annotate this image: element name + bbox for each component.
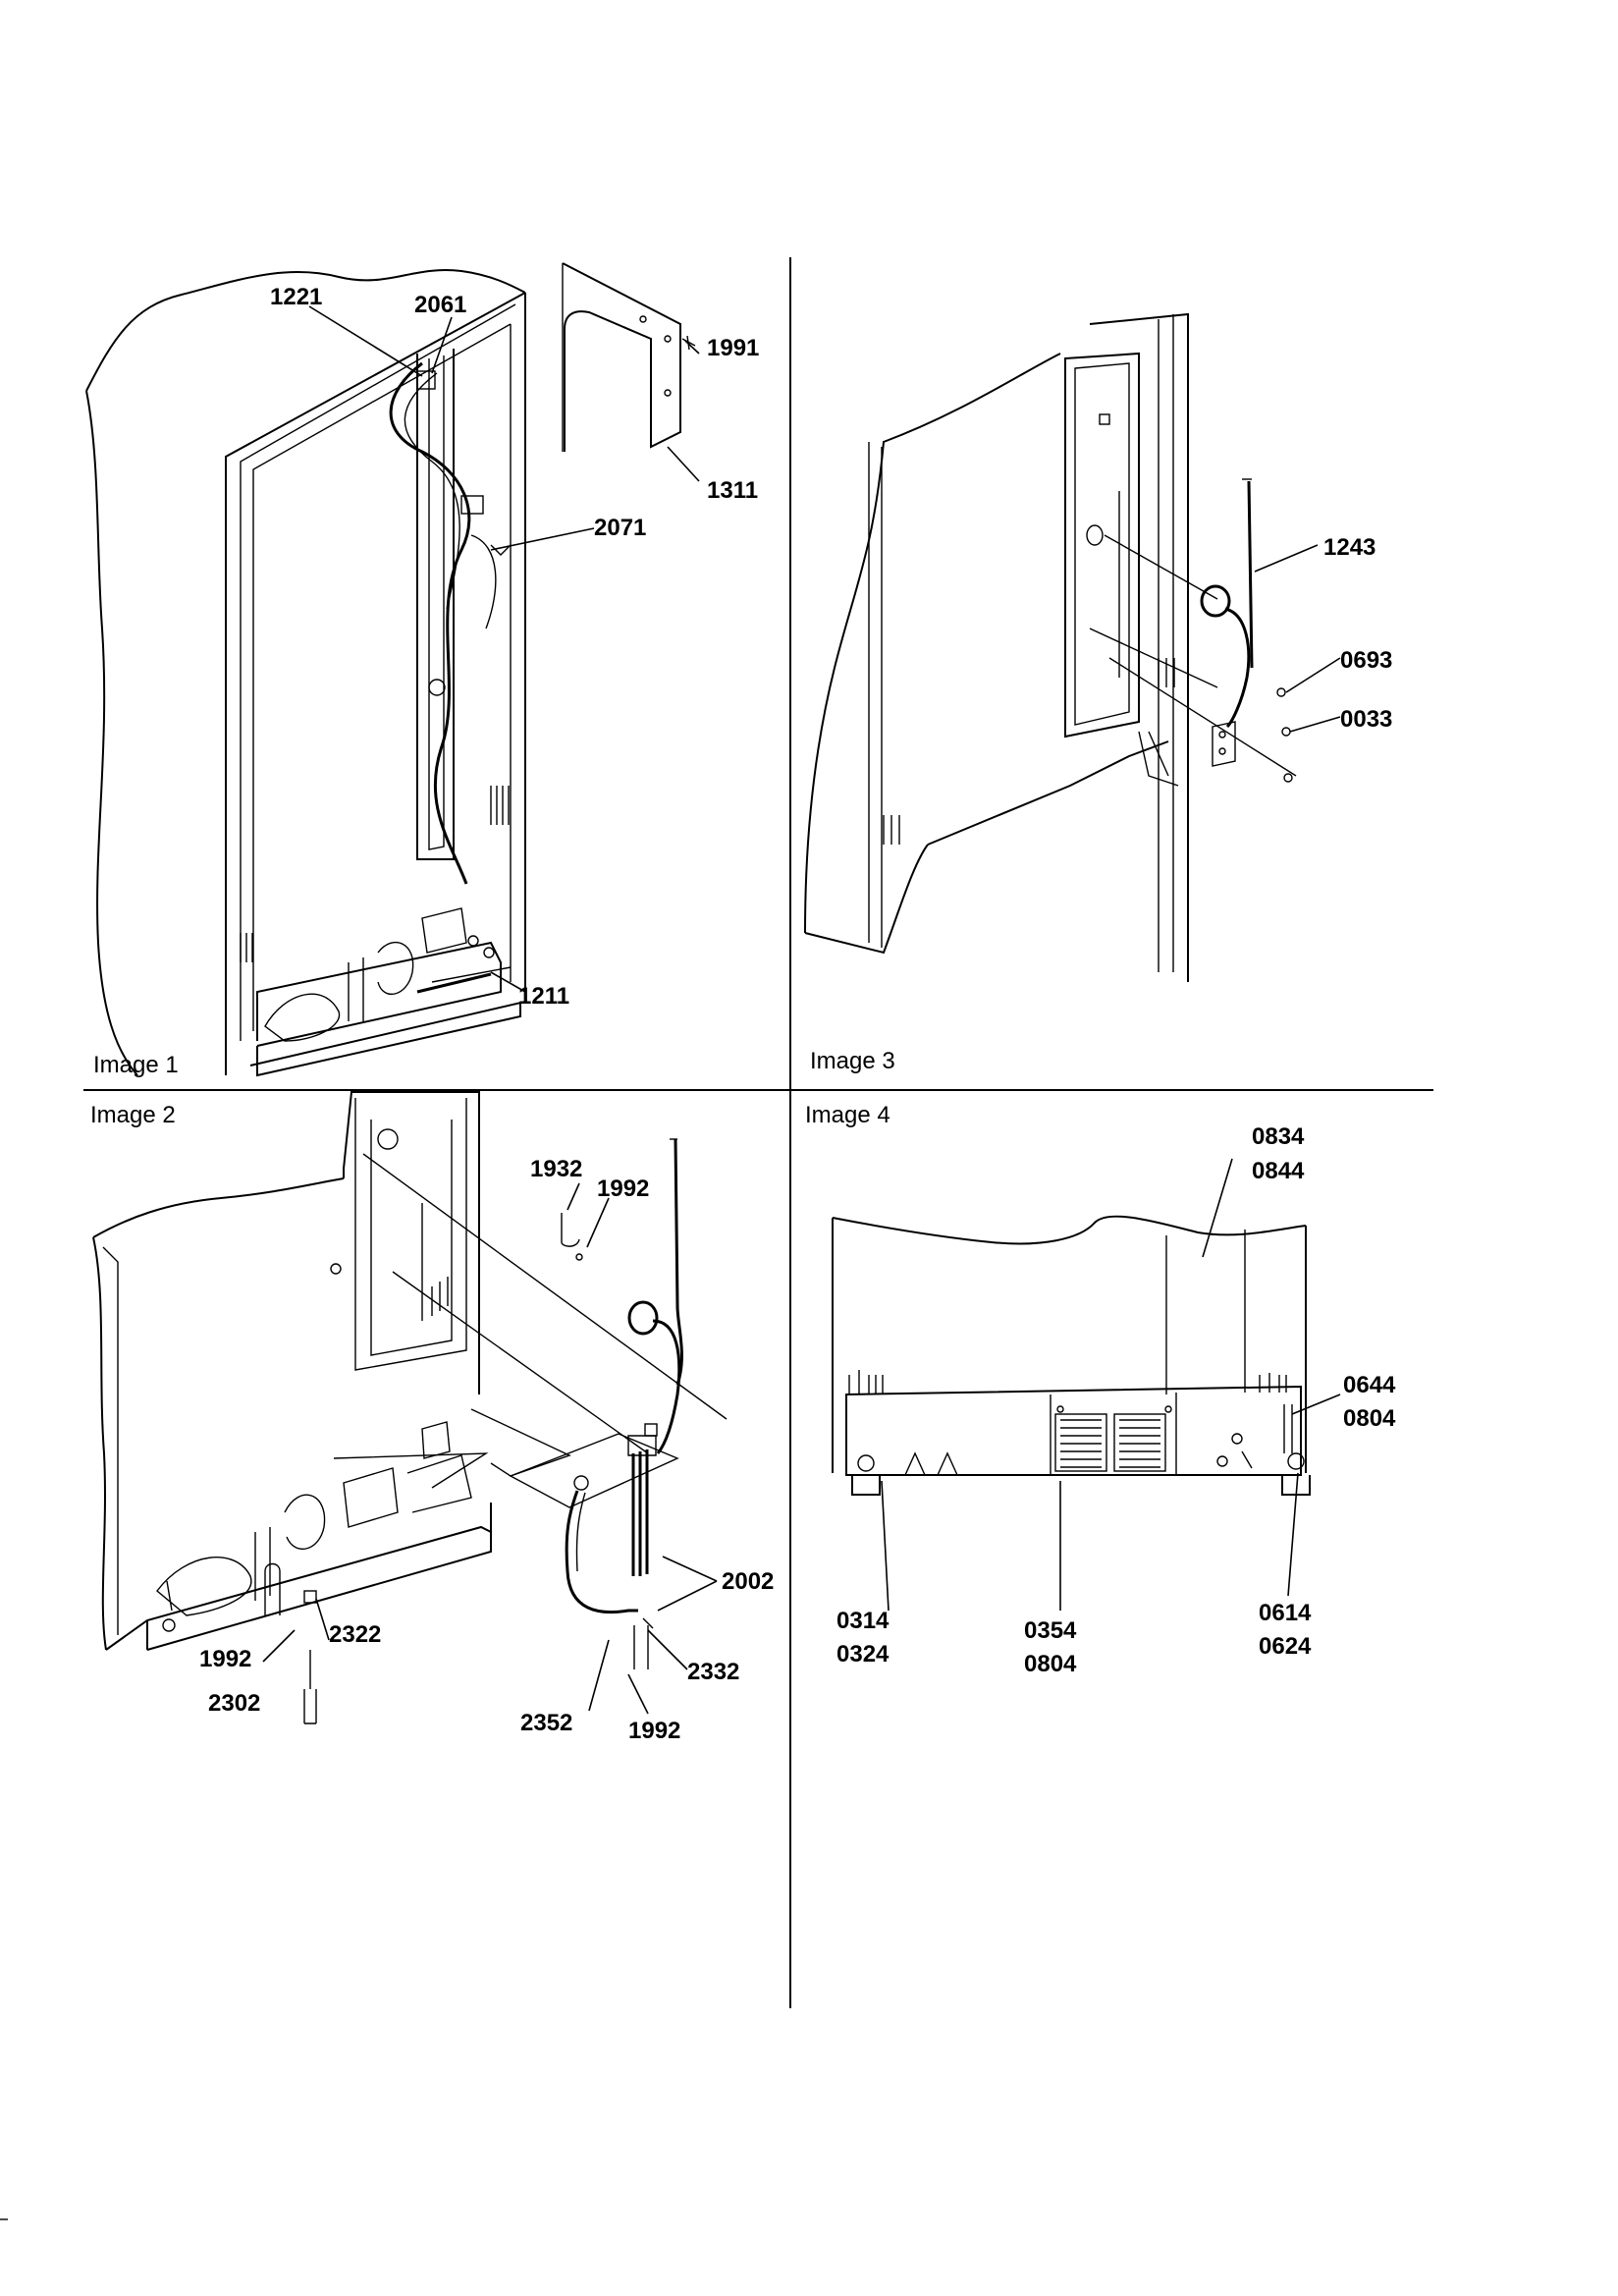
callout-1311: 1311 [707, 477, 758, 504]
callout-0033: 0033 [1340, 706, 1392, 733]
callout-2302: 2302 [208, 1690, 260, 1717]
image-4-drawing [832, 1158, 1341, 1612]
panel-label-image-2: Image 2 [90, 1102, 176, 1128]
callout-1992-bottom: 1992 [628, 1718, 680, 1744]
callout-2352: 2352 [520, 1710, 572, 1736]
callout-2061: 2061 [414, 292, 466, 318]
panel-image-4: Image 4 [805, 1102, 1396, 1677]
panel-label-image-1: Image 1 [93, 1052, 179, 1078]
callout-0693: 0693 [1340, 647, 1392, 674]
panel-label-image-4: Image 4 [805, 1102, 890, 1128]
callout-2332: 2332 [687, 1659, 739, 1685]
callout-1932: 1932 [530, 1156, 582, 1182]
callout-0804-right: 0804 [1343, 1405, 1396, 1432]
callout-0844: 0844 [1252, 1158, 1305, 1184]
callout-1992-top: 1992 [597, 1175, 649, 1202]
callout-0614: 0614 [1259, 1600, 1312, 1626]
callout-0354: 0354 [1024, 1617, 1077, 1644]
callout-0624: 0624 [1259, 1633, 1312, 1660]
panel-dividers [83, 257, 1433, 2008]
panel-image-1: 1221 2061 1991 1311 2071 1211 Image 1 [85, 262, 759, 1078]
callout-2002: 2002 [722, 1568, 774, 1595]
image-3-drawing [804, 312, 1341, 982]
callout-1243: 1243 [1323, 534, 1375, 561]
panel-label-image-3: Image 3 [810, 1048, 895, 1074]
image-2-drawing [92, 1091, 728, 1724]
callout-1991: 1991 [707, 335, 759, 361]
callout-0804-bottom: 0804 [1024, 1651, 1077, 1677]
callout-0644: 0644 [1343, 1372, 1396, 1398]
callout-0314: 0314 [836, 1608, 890, 1634]
callout-1211: 1211 [518, 983, 569, 1010]
callout-1221: 1221 [270, 284, 322, 310]
callout-2322: 2322 [329, 1621, 381, 1648]
callout-2071: 2071 [594, 515, 646, 541]
callout-1992-left: 1992 [199, 1646, 251, 1672]
panel-image-3: 1243 0693 0033 Image 3 [804, 312, 1392, 1074]
image-1-drawing [85, 262, 700, 1077]
callout-0834: 0834 [1252, 1123, 1305, 1150]
callout-0324: 0324 [836, 1641, 890, 1667]
panel-image-2: Image 2 [90, 1091, 774, 1744]
